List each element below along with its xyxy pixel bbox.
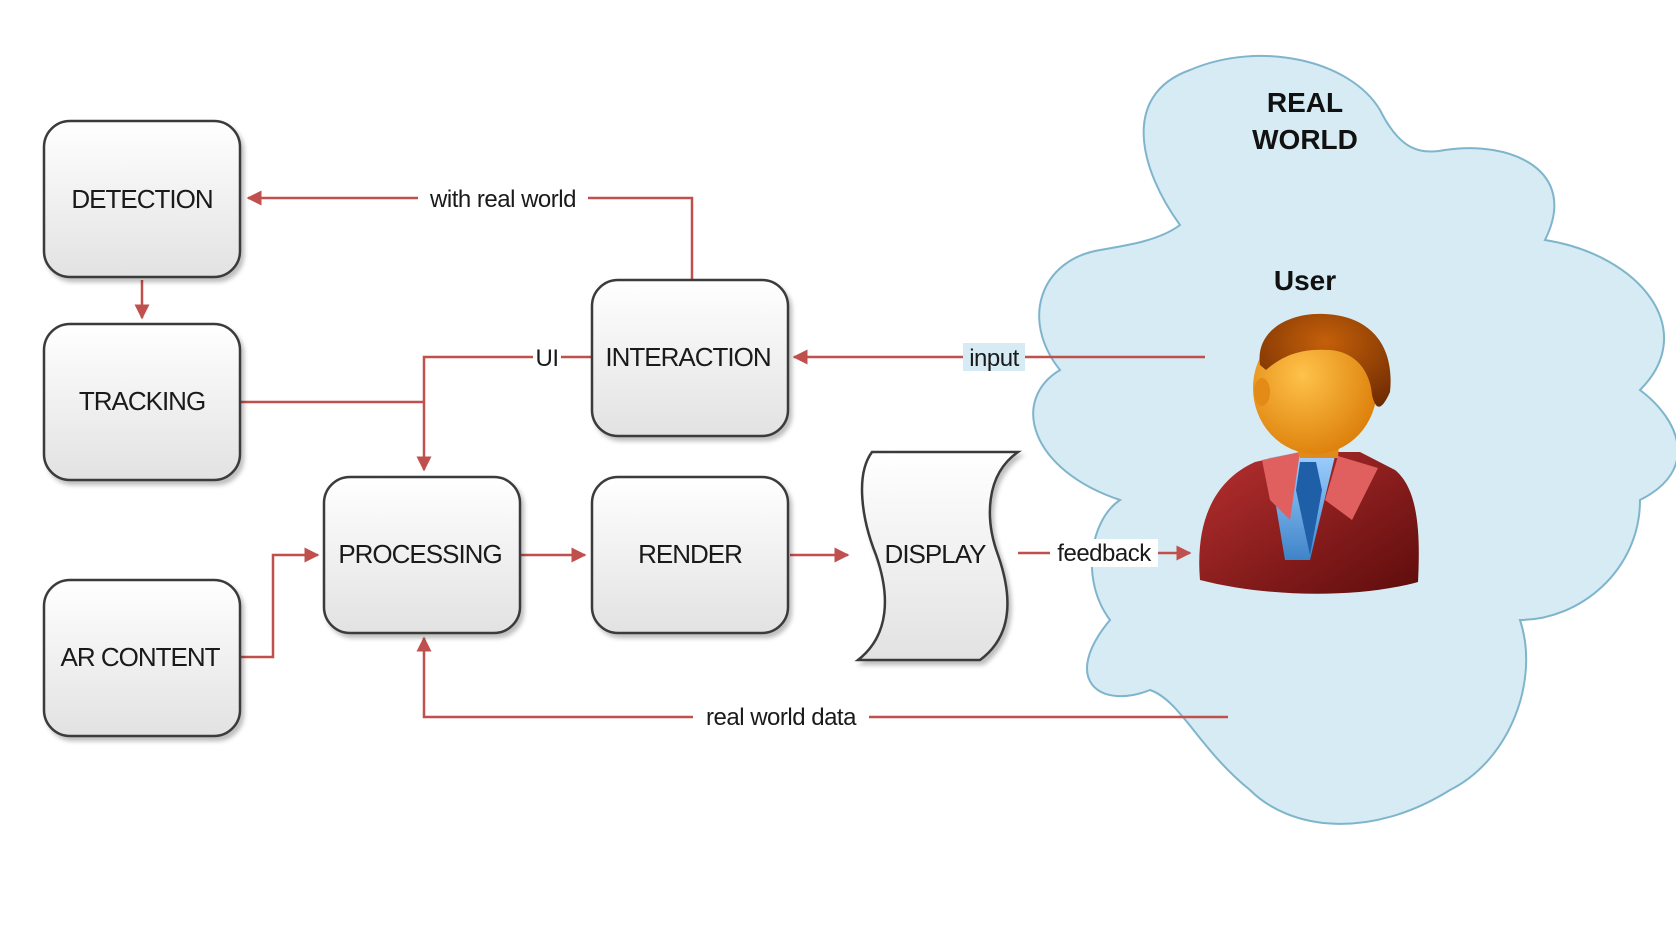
edge-label-real-world-data: real world data bbox=[706, 704, 857, 731]
node-detection: DETECTION bbox=[42, 119, 242, 279]
edge-realworld-to-processing bbox=[416, 636, 1228, 719]
edges bbox=[134, 190, 1228, 719]
node-tracking-label: TRACKING bbox=[79, 386, 205, 416]
edge-label-feedback: feedback bbox=[1057, 540, 1152, 567]
node-ar-content: AR CONTENT bbox=[42, 578, 242, 738]
node-detection-label: DETECTION bbox=[71, 184, 212, 214]
node-ar-content-label: AR CONTENT bbox=[61, 642, 221, 672]
edge-label-input: input bbox=[969, 345, 1019, 372]
node-interaction-label: INTERACTION bbox=[605, 342, 770, 372]
node-render-label: RENDER bbox=[638, 539, 742, 569]
real-world-cloud bbox=[1032, 54, 1676, 825]
node-display-label: DISPLAY bbox=[885, 539, 987, 569]
user-icon bbox=[1199, 313, 1419, 594]
edge-interaction-to-detection bbox=[246, 190, 694, 280]
edge-labels: with real world UI input feedback real w… bbox=[418, 184, 1158, 731]
edge-label-with-real-world: with real world bbox=[429, 186, 576, 213]
node-render: RENDER bbox=[590, 475, 790, 635]
cloud-title-line2: WORLD bbox=[1252, 124, 1358, 155]
node-processing-label: PROCESSING bbox=[338, 539, 501, 569]
edge-interaction-to-processing bbox=[416, 355, 592, 472]
edge-arcontent-to-processing bbox=[240, 547, 320, 659]
cloud-title-line1: REAL bbox=[1267, 87, 1343, 118]
node-tracking: TRACKING bbox=[42, 322, 242, 482]
edge-label-ui: UI bbox=[536, 345, 559, 372]
node-processing: PROCESSING bbox=[322, 475, 522, 635]
node-interaction: INTERACTION bbox=[590, 278, 790, 438]
user-label: User bbox=[1274, 265, 1336, 296]
node-display: DISPLAY bbox=[854, 450, 1022, 662]
